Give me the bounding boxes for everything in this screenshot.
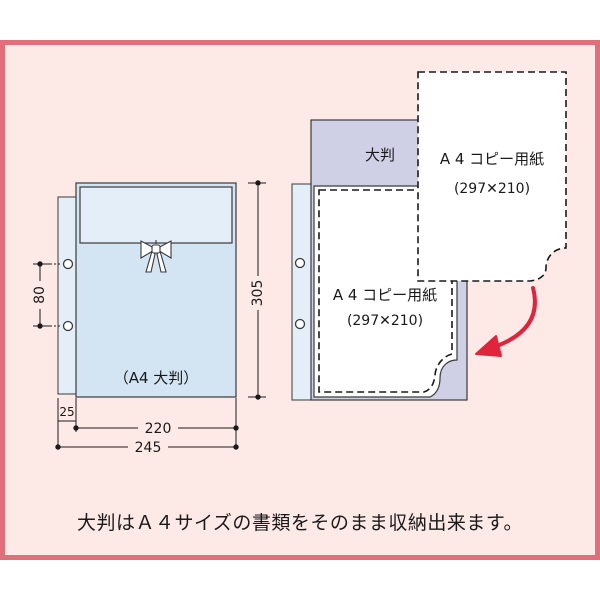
dimension-offset-label: 25 [59,405,74,419]
insert-arrow-icon [492,286,537,349]
punch-hole-top [62,258,74,270]
punch-hole-bottom [62,320,74,332]
sleeve-label: （A4 大判） [114,369,199,387]
ribbon-bow-icon [140,240,172,273]
sleeve-flap [79,186,233,244]
dimension-holes-label: 80 [32,286,48,304]
a4-copy-paper-title: A 4 コピー用紙 [440,150,544,168]
a4-copy-paper [417,71,567,282]
dimension-height-label: 305 [250,280,266,307]
right-sleeve-figure: 大判 A 4 コピー用紙 (297✕210) A 4 コピー用紙 (297✕21… [291,71,567,401]
caption: 大判はＡ４サイズの書類をそのまま収納出来ます。 [76,512,524,534]
a4-copy-paper-size: (297✕210) [454,181,530,197]
inserted-sheet-size: (297✕210) [347,313,423,329]
dimension-outer-width-label: 245 [135,440,162,456]
wide-back-sheet-label: 大判 [365,146,395,164]
inserted-sheet-title: A 4 コピー用紙 [333,286,437,304]
dimension-inner-width-label: 220 [145,421,172,437]
left-sleeve-figure: （A4 大判） 305 80 [32,180,266,456]
right-punch-hole-bottom [294,318,306,330]
right-punch-hole-top [294,257,306,269]
